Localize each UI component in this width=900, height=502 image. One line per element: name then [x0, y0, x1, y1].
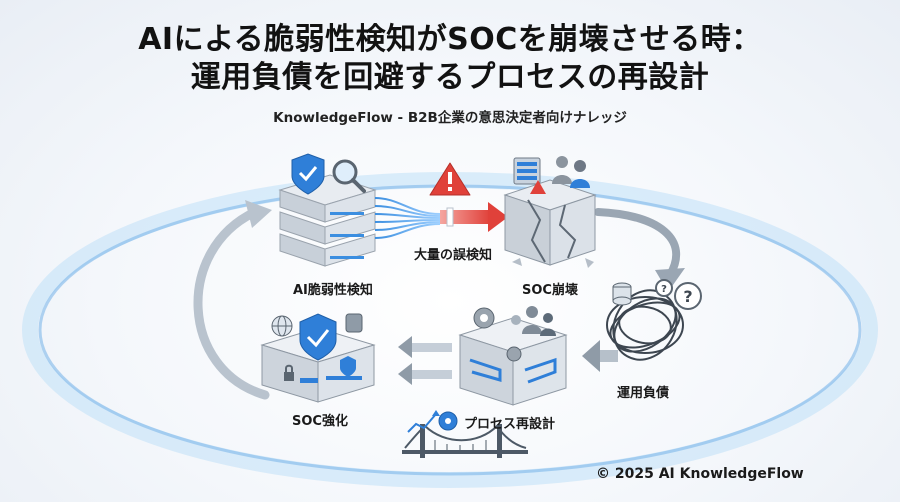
database-icon	[612, 282, 632, 306]
tangled-knot-icon	[606, 289, 684, 361]
cycle-arrow-left-head	[245, 200, 272, 228]
svg-text:?: ?	[683, 287, 692, 306]
stressed-people-icon	[552, 156, 590, 188]
node-label-soc-collapse: SOC崩壊	[522, 283, 578, 298]
page-title-line-1: AIによる脆弱性検知がSOCを崩壊させる時：	[138, 22, 762, 57]
svg-text:?: ?	[661, 284, 667, 295]
team-icon	[511, 306, 556, 336]
cycle-ring	[38, 184, 862, 476]
page-subtitle: KnowledgeFlow - B2B企業の意思決定者向けナレッジ	[273, 110, 627, 126]
cracked-cube-icon	[503, 179, 597, 268]
magnifier-icon	[332, 159, 366, 193]
gear-icon	[473, 307, 522, 362]
data-stream-icon	[374, 197, 441, 239]
page-title-line-2: 運用負債を回避するプロセスの再設計	[190, 60, 710, 95]
question-bubble-icon: ? ?	[655, 279, 702, 310]
server-rack-icon	[513, 157, 546, 194]
gear-small-icon	[438, 411, 458, 431]
cycle-arrow-left	[193, 207, 270, 400]
warning-icon	[429, 162, 471, 196]
arrow-to-process-redesign	[582, 340, 618, 372]
bridge-icon	[402, 424, 528, 458]
cycle-arrow-right	[594, 208, 680, 279]
shield-small-icon	[340, 356, 356, 377]
copyright-text: © 2025 AI KnowledgeFlow	[596, 466, 804, 482]
shield-check-icon	[291, 153, 325, 195]
node-label-operational-debt: 運用負債	[617, 386, 670, 401]
shield-check-large-icon	[299, 313, 337, 361]
node-label-ai-detection: AI脆弱性検知	[293, 283, 373, 298]
lock-icon	[284, 364, 294, 381]
node-label-process-redesign: プロセス再設計	[464, 417, 556, 432]
cycle-arrow-right-head	[655, 268, 685, 292]
growth-chart-icon	[407, 410, 440, 433]
node-label-soc-strengthening: SOC強化	[292, 414, 348, 429]
edge-label-false-positives: 大量の誤検知	[414, 248, 493, 263]
globe-icon	[271, 315, 293, 337]
fist-icon	[345, 313, 363, 333]
arrow-to-soc-strengthening	[398, 336, 452, 385]
false-positive-arrow	[440, 202, 508, 232]
